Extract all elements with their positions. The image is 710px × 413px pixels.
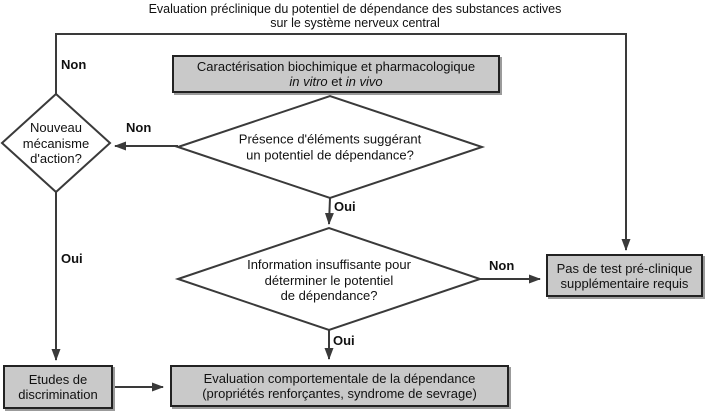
edge-oui-presence-down xyxy=(324,197,334,225)
insufficient-info-diamond-label: Information insuffisante pour déterminer… xyxy=(247,256,411,303)
page-title-line2: sur le système nerveux central xyxy=(270,16,440,30)
discrimination-box: Etudes de discrimination xyxy=(3,365,113,409)
edge-non-mechanism-to-no-test xyxy=(55,33,631,251)
page-title-line1: Evaluation préclinique du potentiel de d… xyxy=(148,2,562,16)
edge-label-non-presence: Non xyxy=(126,120,152,135)
edge-label-non-insufficient: Non xyxy=(489,258,515,273)
no-test-box: Pas de test pré-clinique supplémentaire … xyxy=(546,254,703,297)
new-mechanism-diamond-shape xyxy=(0,92,112,194)
presence-diamond-shape xyxy=(174,94,486,200)
presence-diamond-label: Présence d'éléments suggérant un potenti… xyxy=(238,131,422,163)
edge-label-oui-insufficient: Oui xyxy=(333,333,355,348)
edge-label-non-top-left: Non xyxy=(61,57,87,72)
characterization-box: Caractérisation biochimique et pharmacol… xyxy=(172,55,500,93)
edge-label-oui-mechanism: Oui xyxy=(61,251,83,266)
characterization-box-line2: in vitro et in vivo xyxy=(289,74,383,89)
behavioral-box: Evaluation comportementale de la dépenda… xyxy=(170,365,509,407)
new-mechanism-diamond-label: Nouveau mécanisme d'action? xyxy=(22,119,90,166)
characterization-box-line1: Caractérisation biochimique et pharmacol… xyxy=(196,59,476,74)
edge-label-oui-presence: Oui xyxy=(334,199,356,214)
insufficient-info-diamond-shape xyxy=(174,226,484,332)
